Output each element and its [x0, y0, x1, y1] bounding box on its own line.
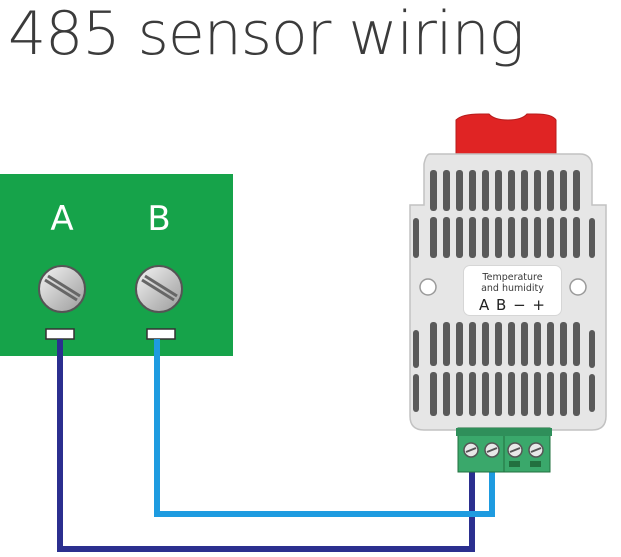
- screw-b-icon: [135, 265, 183, 313]
- sensor-label-line1: Temperature: [482, 272, 543, 283]
- diagram-title: 485 sensor wiring: [8, 0, 525, 69]
- terminal-pad-b: [146, 328, 176, 340]
- sensor-label-line2: and humidity: [481, 283, 544, 294]
- sensor-label-plate: Temperature and humidity A B − +: [463, 265, 562, 316]
- terminal-b-label: B: [147, 199, 171, 239]
- sensor-screw-a-icon: [463, 442, 479, 458]
- sensor-clip: [455, 113, 557, 157]
- terminal-pad-a: [45, 328, 75, 340]
- sensor-screw-pos-icon: [528, 442, 544, 458]
- wire-a: [57, 339, 475, 552]
- terminal-board: [0, 174, 233, 356]
- sensor-screw-neg-icon: [507, 442, 523, 458]
- sensor-pin-labels: A B − +: [479, 296, 546, 314]
- sensor-screw-b-icon: [484, 442, 500, 458]
- sensor-terminal-block: [456, 427, 552, 473]
- terminal-a-label: A: [50, 199, 74, 239]
- screw-a-icon: [38, 265, 86, 313]
- wire-b: [154, 339, 495, 517]
